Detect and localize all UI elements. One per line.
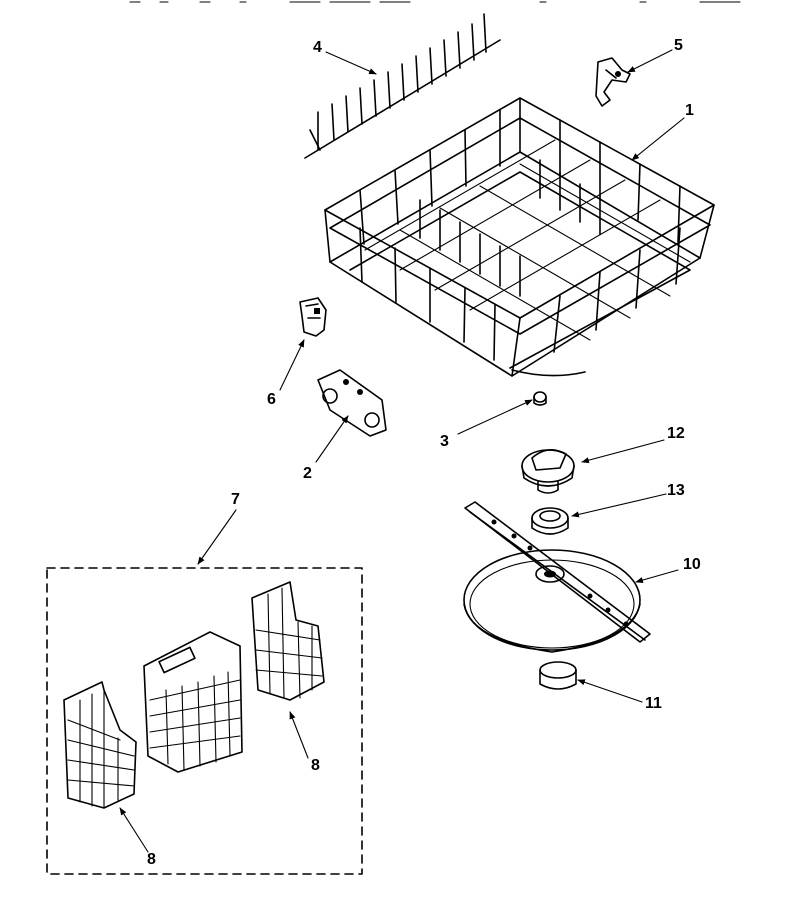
spray-arm-nut	[521, 449, 575, 494]
rack-clip	[595, 57, 631, 107]
callout-4: 4	[313, 39, 322, 56]
lower-spray-arm	[463, 501, 651, 653]
rack-roller	[317, 369, 387, 437]
basket-left	[63, 681, 137, 809]
leader-lines	[119, 49, 685, 853]
callout-1: 1	[685, 102, 694, 119]
basket-middle	[143, 631, 243, 773]
bearing-ring	[531, 507, 569, 535]
silverware-basket-box	[46, 567, 363, 875]
callout-10: 10	[683, 556, 701, 573]
callout-7: 7	[231, 491, 240, 508]
lower-dishrack	[324, 97, 715, 377]
callout-6: 6	[267, 391, 276, 408]
callout-3: 3	[440, 433, 449, 450]
rack-stop	[299, 297, 327, 337]
callout-11: 11	[645, 695, 662, 712]
tine-rack	[304, 13, 501, 159]
callout-8-right: 8	[311, 757, 320, 774]
basket-right	[251, 581, 325, 701]
callout-12: 12	[667, 425, 685, 442]
callout-5: 5	[674, 37, 683, 54]
seal-ring	[539, 661, 577, 690]
small-cap	[533, 391, 547, 406]
callout-2: 2	[303, 465, 312, 482]
callout-8-left: 8	[147, 851, 156, 868]
callout-13: 13	[667, 482, 685, 499]
